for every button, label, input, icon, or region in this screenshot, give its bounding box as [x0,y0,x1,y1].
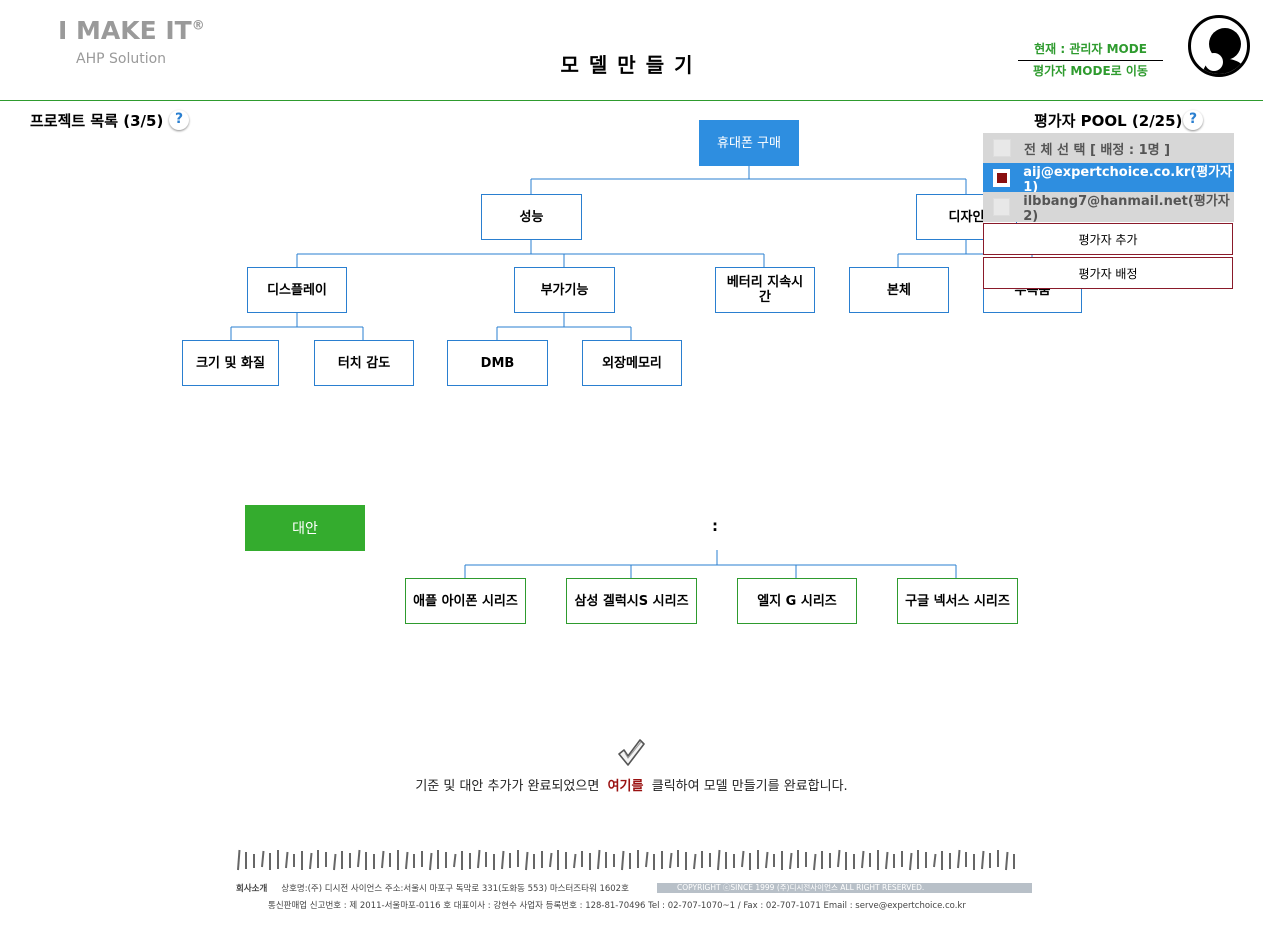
alternatives-separator: : [712,517,718,535]
complete-model-link[interactable]: 여기를 [607,779,644,794]
evaluator-row[interactable]: ilbbang7@hanmail.net(평가자2) [983,192,1234,224]
footer-business-info: 통신판매업 신고번호 : 제 2011-서울마포-0116 호 대표이사 : 강… [268,901,966,911]
select-all-evaluators[interactable]: 전 체 선 택 [ 배정 : 1명 ] [983,133,1234,163]
evaluator-checkbox[interactable] [993,198,1011,216]
alternative-node[interactable]: 구글 넥서스 시리즈 [897,578,1018,624]
footer-copyright: COPYRIGHT ⓒSINCE 1999 (주)디시전사이언스 ALL RIG… [657,883,1032,893]
footer-decoration [237,849,1015,871]
alternative-node[interactable]: 삼성 겔럭시S 시리즈 [566,578,697,624]
logo-main-text: I MAKE IT [58,16,192,45]
project-help-icon[interactable]: ? [169,110,189,130]
logo-subtitle: AHP Solution [76,51,167,67]
alternative-node[interactable]: 엘지 G 시리즈 [737,578,857,624]
evaluator-label: aij@expertchoice.co.kr(평가자1) [1023,164,1233,195]
alternatives-button[interactable]: 대안 [245,505,365,551]
subcriterion-node[interactable]: 본체 [849,267,949,313]
completion-text-after: 클릭하여 모델 만들기를 완료합니다. [651,779,848,794]
header-divider [0,100,1263,101]
user-avatar-icon[interactable] [1188,15,1250,77]
criterion-node[interactable]: 성능 [481,194,582,240]
checked-mark-icon [996,172,1007,183]
company-address: 상호명:(주) 디시전 사이언스 주소:서울시 마포구 독막로 331(도화동 … [281,884,629,894]
evaluator-row[interactable]: aij@expertchoice.co.kr(평가자1) [983,163,1234,195]
project-list-title: 프로젝트 목록 (3/5) [30,112,164,130]
evaluator-pool-help-icon[interactable]: ? [1183,110,1203,130]
page-title: 모델만들기 [560,53,703,77]
checkmark-icon[interactable] [616,737,646,767]
evaluator-label: ilbbang7@hanmail.net(평가자2) [1023,194,1230,224]
evaluator-checkbox[interactable] [993,168,1011,187]
completion-text-before: 기준 및 대안 추가가 완료되었으면 [415,779,600,794]
switch-mode-link[interactable]: 평가자 MODE로 이동 [1033,64,1148,78]
subsub-criterion-node[interactable]: DMB [447,340,548,386]
subsub-criterion-node[interactable]: 크기 및 화질 [182,340,279,386]
footer-company-info: 회사소개 상호명:(주) 디시전 사이언스 주소:서울시 마포구 독막로 331(… [236,882,629,894]
assign-evaluator-button[interactable]: 평가자 배정 [983,257,1233,289]
add-evaluator-button[interactable]: 평가자 추가 [983,223,1233,255]
subsub-criterion-node[interactable]: 외장메모리 [582,340,682,386]
subcriterion-node[interactable]: 디스플레이 [247,267,347,313]
evaluator-pool-title: 평가자 POOL (2/25) [1034,112,1183,130]
goal-node[interactable]: 휴대폰 구매 [699,120,799,166]
subcriterion-node[interactable]: 베터리 지속시간 [715,267,815,313]
select-all-checkbox[interactable] [993,139,1011,157]
registered-mark: ® [191,18,205,34]
alternative-node[interactable]: 애플 아이폰 시리즈 [405,578,526,624]
select-all-label: 전 체 선 택 [ 배정 : 1명 ] [1024,142,1171,158]
subsub-criterion-node[interactable]: 터치 감도 [314,340,414,386]
current-mode-label: 현재 : 관리자 MODE [1034,42,1147,56]
company-intro-link[interactable]: 회사소개 [236,884,268,894]
completion-message: 기준 및 대안 추가가 완료되었으면 여기를 클릭하여 모델 만들기를 완료합니… [0,775,1263,794]
subcriterion-node[interactable]: 부가기능 [514,267,615,313]
mode-divider [1018,60,1163,61]
logo-text: I MAKE IT® [58,16,205,45]
